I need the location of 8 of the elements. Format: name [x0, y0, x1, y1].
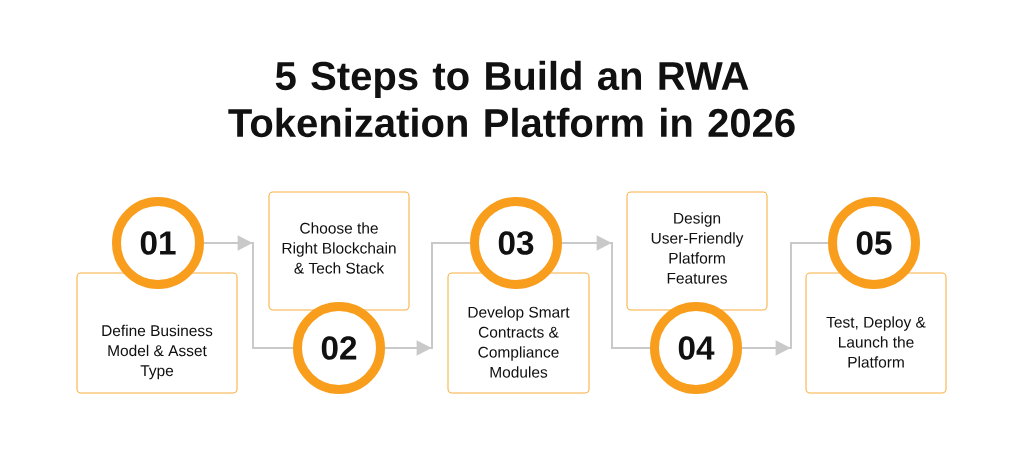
- arrow: [384, 242, 471, 356]
- title: 5 Steps to Build an RWA Tokenization Platform in 2026: [228, 60, 795, 138]
- step-box: Choose the Right Blockchain & Tech Stack: [268, 191, 410, 311]
- arrow: [561, 235, 651, 349]
- arrow: [203, 235, 294, 349]
- arrow: [741, 242, 829, 356]
- node-label: 05: [856, 231, 892, 255]
- step-box: Design User-Friendly Platform Features: [626, 191, 768, 311]
